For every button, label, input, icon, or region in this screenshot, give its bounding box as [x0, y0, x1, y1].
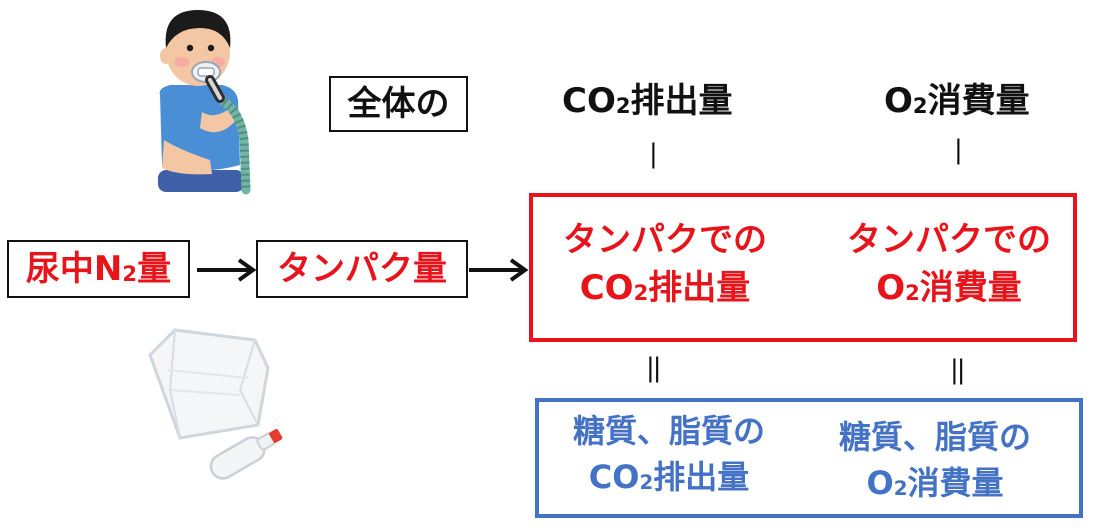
- protein-co2-prefix: CO: [579, 268, 634, 308]
- protein-o2-line1: タンパクでの: [847, 220, 1051, 260]
- person-breathing-mask-icon: [158, 10, 251, 195]
- protein-co2-sub: 2: [633, 280, 649, 306]
- equals-connector-right: ||: [950, 355, 965, 385]
- protein-o2-line2: O2消費量: [876, 271, 1022, 305]
- total-label: 全体の: [347, 84, 450, 124]
- carb-fat-o2-prefix: O: [866, 464, 894, 502]
- protein-amount-box: タンパク量: [256, 240, 468, 298]
- header-o2-prefix: O: [884, 81, 913, 121]
- header-co2-suffix: 排出量: [630, 81, 733, 121]
- urine-collection-container-icon: [148, 328, 283, 480]
- header-co2-sub: 2: [615, 93, 631, 119]
- urine-n2-label: 尿中N2量: [26, 252, 171, 286]
- urine-n2-prefix: 尿中N: [25, 249, 123, 289]
- protein-amount-label: タンパク量: [277, 249, 447, 289]
- protein-co2-block: タンパクでの CO2排出量: [533, 223, 797, 305]
- carb-fat-o2-block: 糖質、脂質の O2消費量: [803, 421, 1067, 499]
- carb-fat-co2-sub: 2: [639, 470, 654, 494]
- protein-gas-box: [529, 193, 1077, 342]
- carb-fat-co2-line2: CO2排出量: [589, 461, 750, 493]
- urine-n2-suffix: 量: [137, 249, 172, 289]
- arrow-right-icon: [197, 258, 257, 282]
- header-co2-prefix: CO: [562, 81, 616, 121]
- vertical-connector-left: |: [649, 139, 658, 169]
- total-label-box: 全体の: [329, 76, 468, 132]
- vertical-connector-right: |: [954, 135, 963, 165]
- carb-fat-co2-prefix: CO: [588, 458, 640, 496]
- header-o2-suffix: 消費量: [927, 81, 1030, 121]
- carb-fat-co2-suffix: 排出量: [653, 458, 750, 496]
- carb-fat-gas-box: [535, 398, 1083, 518]
- protein-o2-prefix: O: [876, 268, 906, 308]
- urine-n2-box: 尿中N2量: [7, 240, 190, 298]
- carb-fat-co2-line1: 糖質、脂質の: [572, 412, 765, 450]
- protein-co2-line2: CO2排出量: [580, 271, 751, 305]
- protein-co2-line1: タンパクでの: [563, 220, 767, 260]
- header-o2-sub: 2: [912, 93, 928, 119]
- carb-fat-o2-suffix: 消費量: [907, 464, 1004, 502]
- arrow-right-icon: [469, 258, 529, 282]
- protein-o2-sub: 2: [905, 280, 920, 306]
- equals-connector-left: ||: [646, 353, 661, 383]
- protein-o2-suffix: 消費量: [919, 268, 1022, 308]
- header-o2-consumption-label: O2消費量: [884, 84, 1030, 118]
- carb-fat-o2-sub: 2: [893, 476, 908, 500]
- carb-fat-o2-line1: 糖質、脂質の: [838, 418, 1031, 456]
- protein-co2-suffix: 排出量: [648, 268, 751, 308]
- urine-n2-sub: 2: [122, 261, 138, 287]
- carb-fat-co2-block: 糖質、脂質の CO2排出量: [537, 415, 801, 493]
- carb-fat-o2-line2: O2消費量: [866, 467, 1003, 499]
- header-co2-emission-label: CO2排出量: [562, 84, 733, 118]
- protein-o2-block: タンパクでの O2消費量: [817, 223, 1081, 305]
